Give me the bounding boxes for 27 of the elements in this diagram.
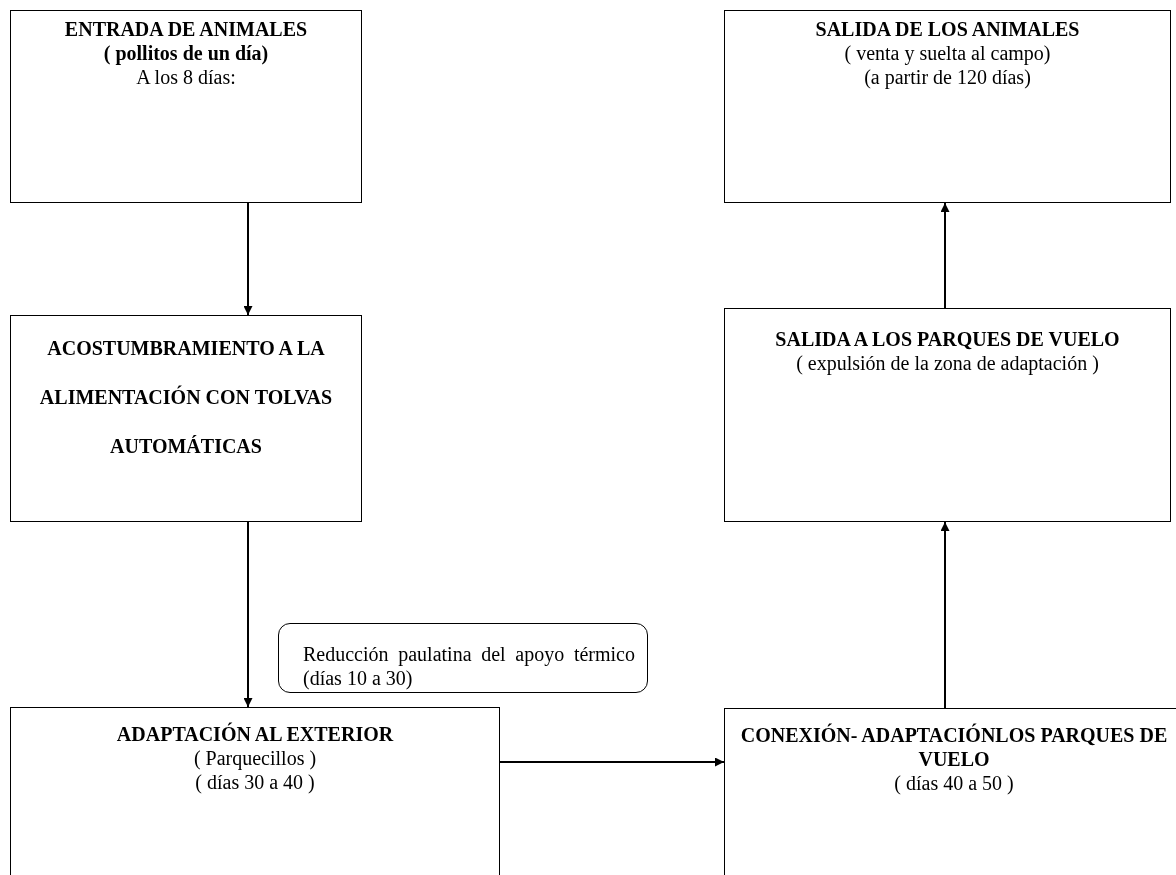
arrow [499,757,725,767]
process-box [10,10,362,203]
node-text: Reducción paulatina del apoyo térmico (días 10 a 30) [303,642,635,690]
process-box [724,708,1176,875]
node-heading: ( pollitos de un día) [102,41,270,65]
node-text: ( expulsión de la zona de adaptación ) [795,351,1100,375]
process-box [10,315,362,522]
node-text: ( venta y suelta al campo) [843,41,1052,65]
node-heading: SALIDA A LOS PARQUES DE VUELO [774,327,1121,351]
node-text: ( Parquecillos ) [192,746,318,770]
arrow [243,521,253,708]
process-box [724,10,1171,203]
process-box [724,308,1171,522]
node-heading: ADAPTACIÓN AL EXTERIOR [115,722,395,746]
node-text: ( días 30 a 40 ) [194,770,316,794]
node-heading: CONEXIÓN- ADAPTACIÓNLOS PARQUES DE VUELO [739,723,1169,771]
arrow [243,202,253,316]
node-text: (a partir de 120 días) [863,65,1032,89]
arrow [940,521,950,709]
note-box [278,623,648,693]
node-text: ( días 40 a 50 ) [893,771,1015,795]
node-text: A los 8 días: [135,65,237,89]
node-heading: SALIDA DE LOS ANIMALES [814,17,1081,41]
process-box [10,707,500,875]
arrow [940,202,950,309]
node-heading: ENTRADA DE ANIMALES [63,17,309,41]
node-heading: ACOSTUMBRAMIENTO A LA ALIMENTACIÓN CON TOLVAS AUTOMÁTICAS [38,336,334,459]
